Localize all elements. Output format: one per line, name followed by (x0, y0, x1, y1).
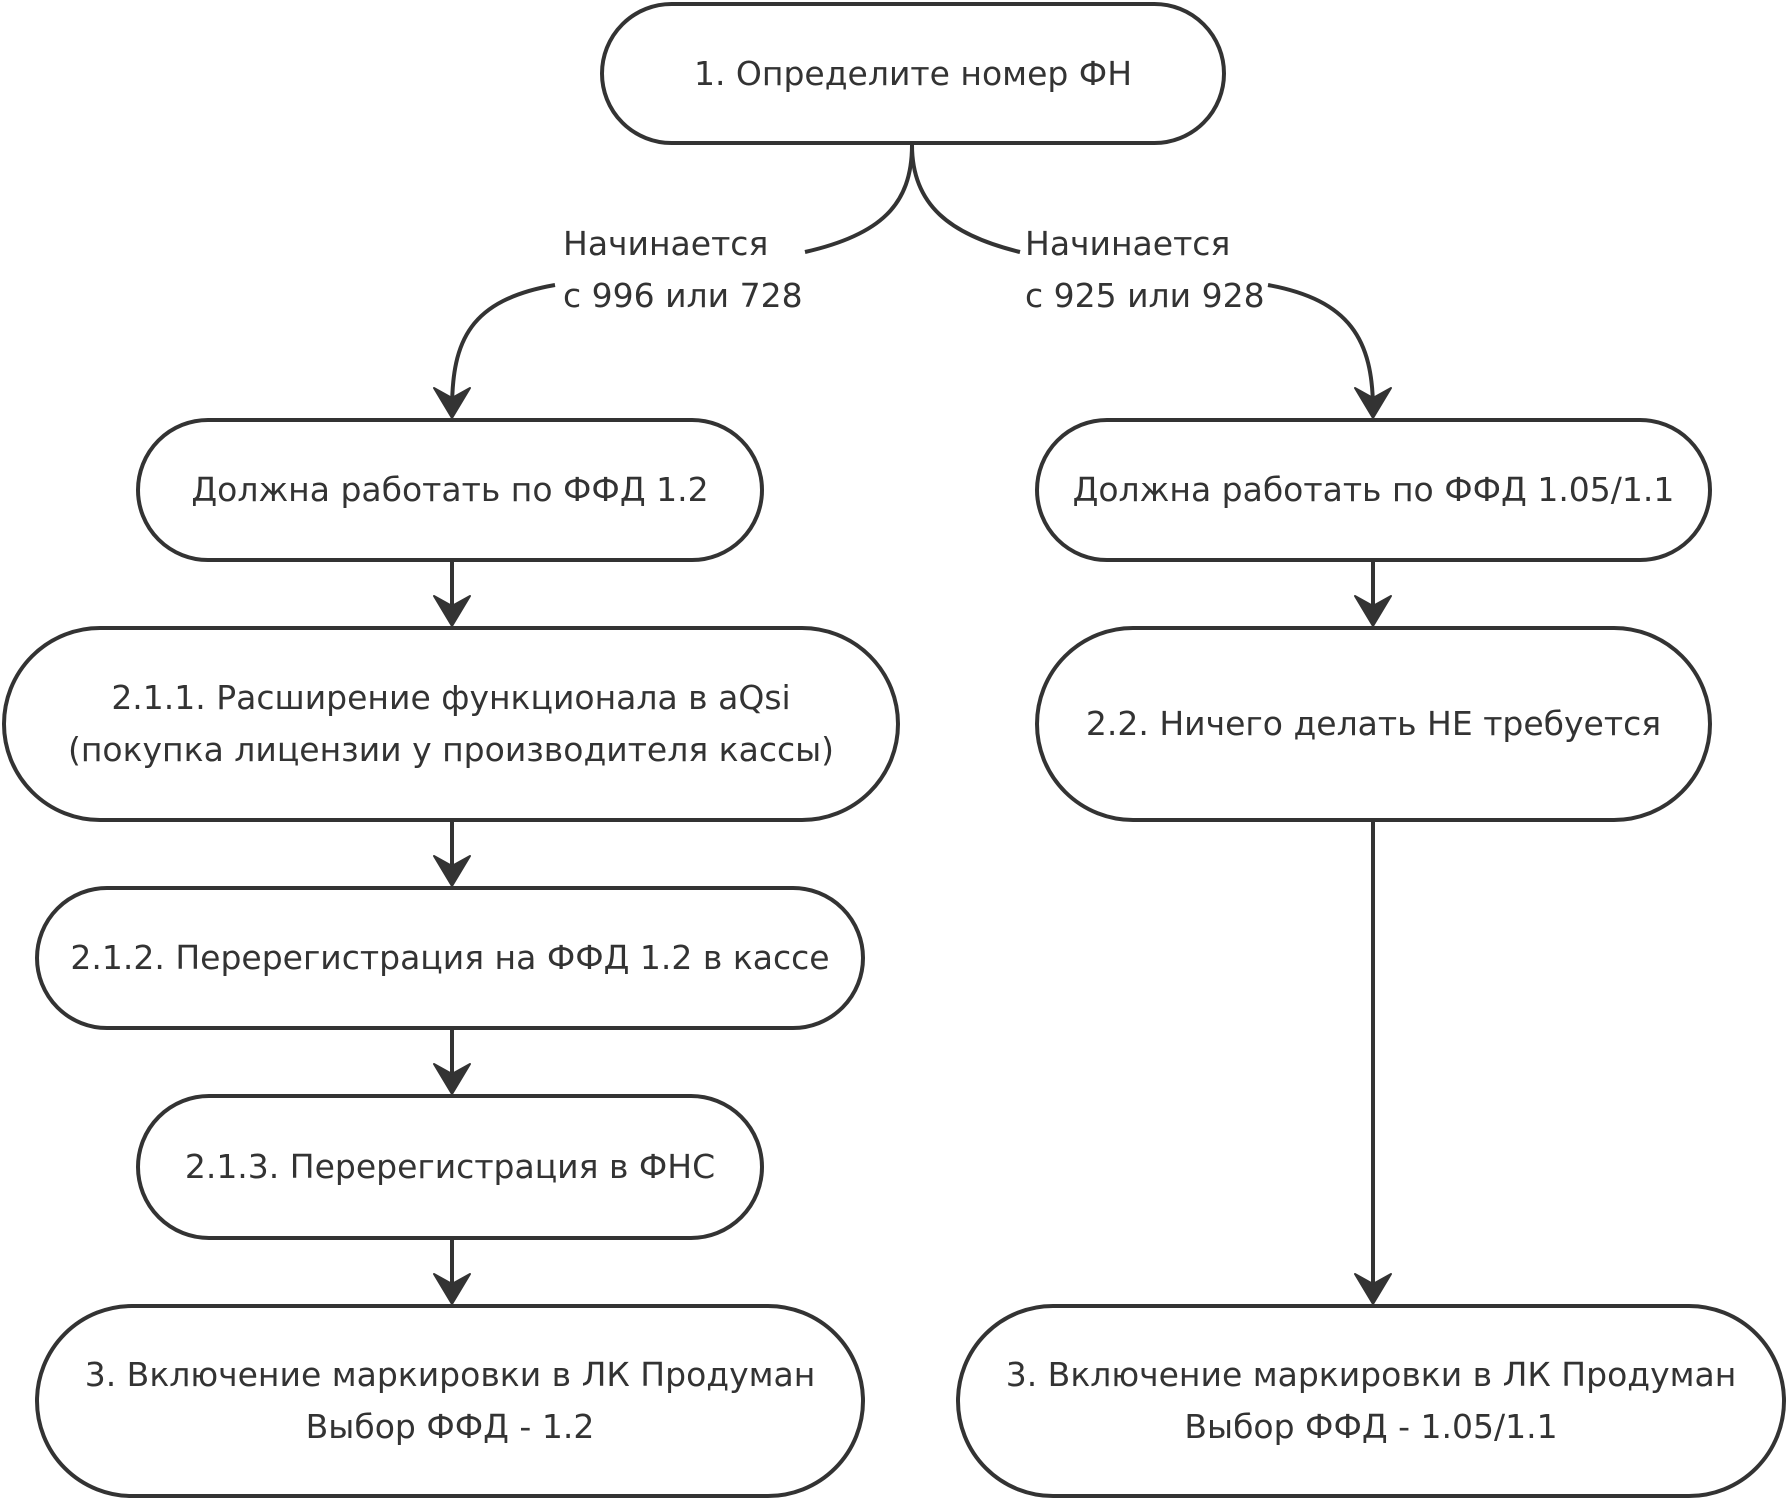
node-step22: 2.2. Ничего делать НЕ требуется (1035, 626, 1712, 822)
edge-start-to-ffd12-lower (450, 283, 556, 411)
node-step213-text: 2.1.3. Перерегистрация в ФНС (184, 1147, 716, 1186)
node-step3-left-line-1: 3. Включение маркировки в ЛК Продуман (84, 1355, 816, 1394)
edge-start-to-ffd105 (910, 144, 1021, 254)
node-step211-line-2: (покупка лицензии у производителя кассы) (67, 730, 835, 769)
node-ffd105-text: Должна работать по ФФД 1.05/1.1 (1072, 470, 1675, 509)
arrowhead-step212 (433, 855, 471, 887)
arrowhead-step213 (433, 1063, 471, 1095)
node-step3-left: 3. Включение маркировки в ЛК Продуман Вы… (35, 1304, 865, 1498)
node-step3-right-line-2: Выбор ФФД - 1.05/1.1 (1184, 1407, 1558, 1446)
arrowhead-step3left (433, 1273, 471, 1305)
node-ffd12: Должна работать по ФФД 1.2 (136, 418, 764, 562)
node-step212: 2.1.2. Перерегистрация на ФФД 1.2 в касс… (35, 886, 865, 1030)
edge-label-left-line-1: Начинается (563, 224, 769, 263)
node-ffd12-text: Должна работать по ФФД 1.2 (191, 470, 709, 509)
arrowhead-step211 (433, 595, 471, 627)
edge-label-left-line-2: с 996 или 728 (563, 276, 803, 315)
node-ffd105: Должна работать по ФФД 1.05/1.1 (1035, 418, 1712, 562)
node-step211-line-1: 2.1.1. Расширение функционала в aQsi (111, 678, 791, 717)
edge-start-to-ffd12 (804, 144, 914, 254)
node-step213: 2.1.3. Перерегистрация в ФНС (136, 1094, 764, 1240)
edge-label-left: Начинается с 996 или 728 (563, 218, 803, 322)
node-step3-right: 3. Включение маркировки в ЛК Продуман Вы… (956, 1304, 1786, 1498)
node-step211: 2.1.1. Расширение функционала в aQsi (по… (2, 626, 900, 822)
node-start: 1. Определите номер ФН (600, 2, 1226, 145)
arrowhead-ffd105 (1354, 387, 1392, 419)
edge-label-right: Начинается с 925 или 928 (1025, 218, 1265, 322)
node-step212-text: 2.1.2. Перерегистрация на ФФД 1.2 в касс… (70, 938, 830, 977)
edge-start-to-ffd105-lower (1267, 283, 1375, 411)
arrowhead-ffd12 (433, 387, 471, 419)
node-start-text: 1. Определите номер ФН (693, 53, 1133, 93)
edge-label-right-line-2: с 925 или 928 (1025, 276, 1265, 315)
edge-label-right-line-1: Начинается (1025, 224, 1231, 263)
arrowhead-step3right (1354, 1273, 1392, 1305)
node-step22-text: 2.2. Ничего делать НЕ требуется (1085, 704, 1662, 743)
node-step3-right-line-1: 3. Включение маркировки в ЛК Продуман (1005, 1355, 1737, 1394)
arrowhead-step22 (1354, 595, 1392, 627)
node-step3-left-line-2: Выбор ФФД - 1.2 (305, 1407, 595, 1446)
